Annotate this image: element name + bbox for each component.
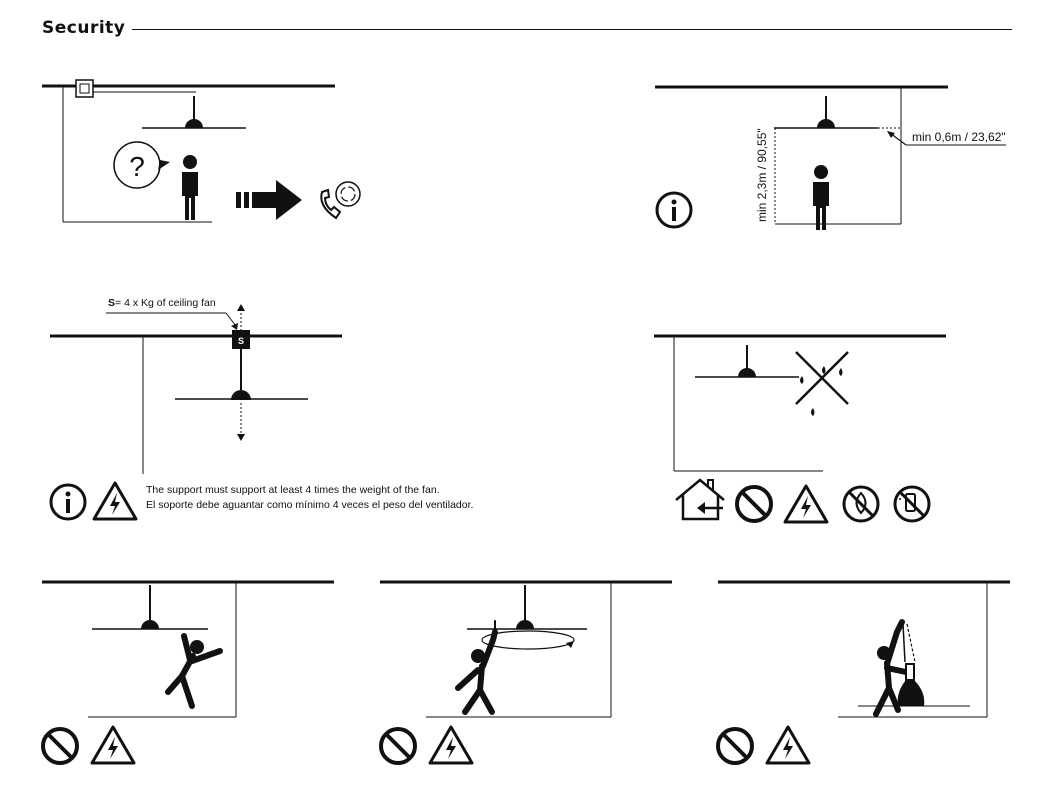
panel-doubt: ? xyxy=(42,79,361,223)
label-pointer xyxy=(225,312,237,327)
panel-humidity xyxy=(654,334,946,524)
panel-support: S xyxy=(49,304,342,521)
support-formula-text: = 4 x Kg of ceiling fan xyxy=(115,297,216,309)
reaching-person-icon xyxy=(455,620,498,715)
panel-no-touching-blades xyxy=(379,580,672,765)
panel-no-cleaning-running xyxy=(716,580,1010,765)
min-distance-label: min 0,6m / 23,62" xyxy=(912,130,1006,144)
support-formula-letter: S xyxy=(108,297,116,309)
no-liquid-icon xyxy=(842,485,880,523)
ceiling-fan-icon xyxy=(231,390,251,400)
prohibited-icon xyxy=(716,727,754,765)
prohibited-icon xyxy=(41,727,79,765)
electric-warning-icon xyxy=(90,725,136,765)
arrow-up-icon xyxy=(237,304,245,311)
spray-lamp-icon xyxy=(897,623,925,706)
question-mark: ? xyxy=(129,151,145,182)
no-spray-icon xyxy=(893,485,931,523)
indoor-only-icon xyxy=(675,478,725,521)
panel-no-jumping xyxy=(41,580,334,765)
header-divider xyxy=(132,29,1012,30)
person-icon xyxy=(813,165,829,230)
info-icon xyxy=(655,191,693,229)
support-formula-label: S= 4 x Kg of ceiling fan xyxy=(108,297,216,309)
cleaning-person-icon xyxy=(873,619,909,717)
section-title: Security xyxy=(42,18,126,38)
electric-warning-icon xyxy=(428,725,474,765)
support-box xyxy=(232,330,250,349)
arrow-right-icon xyxy=(236,180,302,220)
section-header: Security xyxy=(42,18,1012,42)
support-box-letter: S xyxy=(238,336,244,346)
jumping-person-icon xyxy=(165,633,223,709)
panel-clearance xyxy=(655,85,1006,230)
pointer-arrow-icon xyxy=(887,131,1006,146)
phone-support-icon xyxy=(320,181,361,220)
prohibited-icon xyxy=(735,485,773,523)
ceiling-fan-icon xyxy=(92,585,208,630)
info-icon xyxy=(49,483,87,521)
label-pointer-head xyxy=(231,323,238,330)
rotation-arrowhead xyxy=(566,641,574,648)
arrow-down-icon xyxy=(237,434,245,441)
support-note-es: El soporte debe aguantar como mínimo 4 v… xyxy=(146,499,474,511)
rotation-arrow-icon xyxy=(481,630,575,650)
electric-warning-icon xyxy=(765,725,811,765)
min-height-label: min 2,3m / 90,55" xyxy=(755,128,769,222)
ceiling-fan-icon xyxy=(694,344,800,378)
question-bubble-icon xyxy=(113,141,170,189)
person-icon xyxy=(182,155,198,220)
switch-box-icon xyxy=(75,79,196,98)
prohibited-icon xyxy=(379,727,417,765)
ceiling-fan-icon xyxy=(141,95,247,129)
support-note-en: The support must support at least 4 time… xyxy=(146,484,440,496)
ceiling-fan-icon xyxy=(773,95,879,129)
electric-warning-icon xyxy=(92,481,138,521)
electric-warning-icon xyxy=(783,484,829,524)
no-water-icon xyxy=(795,351,849,416)
ceiling-fan-icon xyxy=(467,585,587,630)
